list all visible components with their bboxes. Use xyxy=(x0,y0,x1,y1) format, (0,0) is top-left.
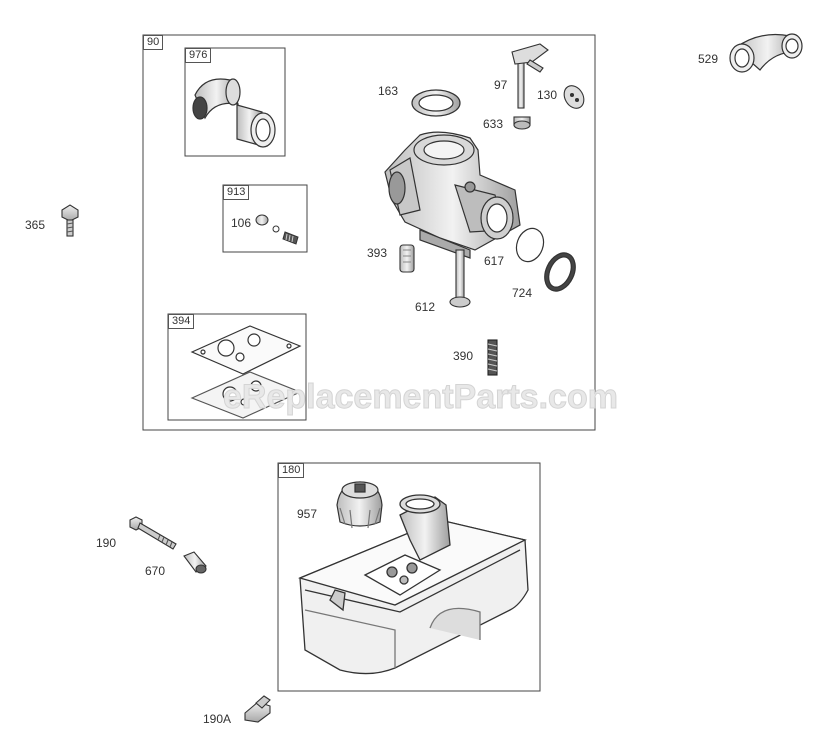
air-cleaner-seal-icon xyxy=(192,78,241,120)
part-label-190[interactable]: 190 xyxy=(96,536,117,550)
elbow-fitting-icon xyxy=(729,33,803,73)
part-label-529[interactable]: 529 xyxy=(698,52,719,66)
part-label-130[interactable]: 130 xyxy=(537,88,558,102)
float-icon xyxy=(399,244,415,273)
air-cleaner-kit-tag: 976 xyxy=(185,48,212,63)
part-label-724[interactable]: 724 xyxy=(512,286,533,300)
part-label-612[interactable]: 612 xyxy=(415,300,436,314)
part-label-106[interactable]: 106 xyxy=(231,216,252,230)
part-label-393[interactable]: 393 xyxy=(367,246,388,260)
part-label-617[interactable]: 617 xyxy=(484,254,505,268)
part-label-670[interactable]: 670 xyxy=(145,564,166,578)
air-cleaner-tube-icon xyxy=(236,104,276,148)
part-label-633[interactable]: 633 xyxy=(483,117,504,131)
part-label-190a[interactable]: 190A xyxy=(203,712,232,726)
part-label-957[interactable]: 957 xyxy=(297,507,318,521)
bowl-gasket-icon xyxy=(544,252,576,292)
flange-bolt-icon xyxy=(244,695,271,723)
carburetor-group-box xyxy=(142,34,596,431)
carburetor-body-icon xyxy=(384,131,521,259)
float-kit-box xyxy=(222,184,308,253)
throttle-shaft-icon xyxy=(511,43,549,109)
o-ring-icon xyxy=(411,89,461,117)
float-kit-parts-icon xyxy=(255,214,299,245)
needle-icon xyxy=(449,249,471,308)
carburetor-group-tag: 90 xyxy=(143,35,164,50)
gasket-icon xyxy=(190,325,302,419)
fuel-tank-tag: 180 xyxy=(278,463,305,478)
spring-icon xyxy=(487,339,498,376)
part-label-390[interactable]: 390 xyxy=(453,349,474,363)
air-cleaner-kit-box xyxy=(184,47,286,157)
seal-icon xyxy=(513,116,531,130)
gasket-set-tag: 394 xyxy=(168,314,195,329)
gasket-set-box xyxy=(167,313,307,421)
part-label-365[interactable]: 365 xyxy=(25,218,46,232)
watermark: eReplacementParts.com xyxy=(223,378,619,417)
small-o-ring-icon xyxy=(515,227,545,263)
part-label-163[interactable]: 163 xyxy=(378,84,399,98)
screw-icon xyxy=(61,204,79,237)
fuel-cap-icon xyxy=(336,481,383,529)
spacer-icon xyxy=(183,551,207,574)
bolt-icon xyxy=(129,516,177,550)
fuel-tank-box xyxy=(277,462,541,692)
fuel-tank-icon xyxy=(298,494,529,675)
throttle-plate-icon xyxy=(563,85,585,109)
part-label-97[interactable]: 97 xyxy=(494,78,508,92)
float-kit-tag: 913 xyxy=(223,185,250,200)
